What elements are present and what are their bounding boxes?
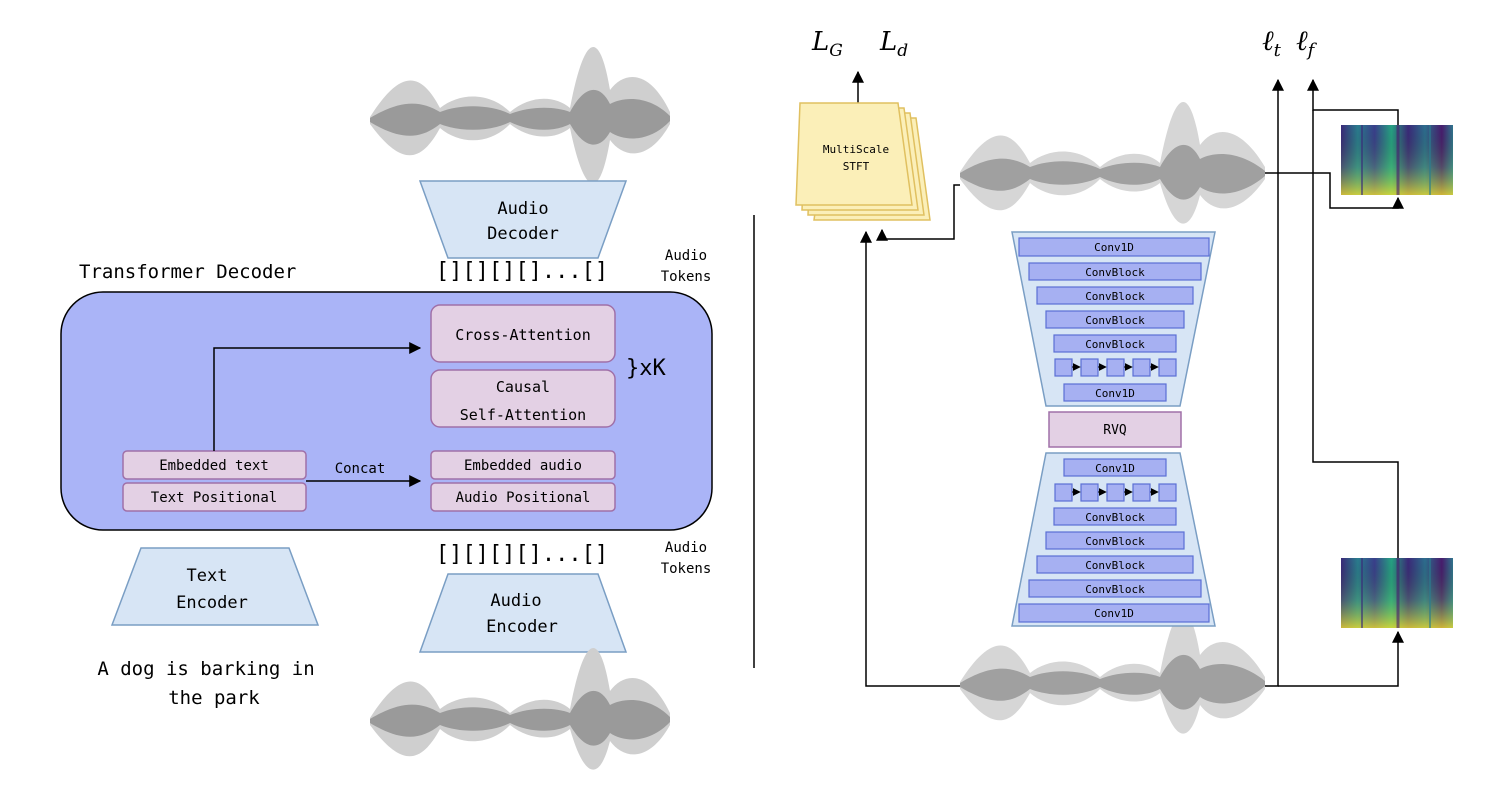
input-to-spectrogram-arrow: [1278, 630, 1404, 687]
rvq-label: RVQ: [1103, 423, 1127, 438]
decoder-convblock-4-label: ConvBlock: [1085, 338, 1145, 351]
audio-tokens-top-label-2: Tokens: [661, 269, 712, 285]
audio-tokens-top: [][][][]...[]: [436, 259, 608, 284]
concat-label: Concat: [335, 461, 386, 477]
waveform-top-left: [370, 47, 670, 184]
input-to-stft-arrow: [860, 230, 960, 687]
text-to-cross-attention-arrow: [213, 342, 422, 451]
encoder-convblock-3: [1036, 555, 1194, 574]
causal-self-attention-block: [430, 369, 616, 428]
spectrogram-top: [1341, 125, 1453, 195]
loss-g-label: LG: [811, 27, 843, 61]
waveform-top-right: [960, 102, 1265, 224]
encoder-convblock-4: [1028, 579, 1202, 598]
decoder-convblock-2-label: ConvBlock: [1085, 290, 1145, 303]
decoder-convblock-3: [1045, 310, 1185, 329]
decoder-conv1d-top-label: Conv1D: [1094, 241, 1134, 254]
decoder-convblock-3-label: ConvBlock: [1085, 314, 1145, 327]
decoder-conv1d-bottom: [1063, 383, 1167, 402]
output-to-stft-arrow: [876, 184, 960, 241]
multiscale-stft-block: [795, 102, 931, 221]
prompt-text-line-2: the park: [168, 687, 260, 709]
spectrogram-bottom: [1341, 558, 1453, 628]
rvq-block: [1048, 411, 1182, 448]
stft-label-2: STFT: [843, 160, 870, 173]
decoder-convblock-2: [1036, 286, 1194, 305]
audio-positional-block: [430, 482, 616, 512]
encoder-convblock-4-label: ConvBlock: [1085, 583, 1145, 596]
cross-attention-block: [430, 304, 616, 363]
audio-decoder-label-2: Decoder: [487, 224, 559, 244]
audio-decoder-block: [418, 180, 628, 259]
waveform-bottom-right: [960, 612, 1265, 734]
loss-f-label: ℓf: [1296, 24, 1318, 61]
encoder-convblock-1-label: ConvBlock: [1085, 511, 1145, 524]
encoder-convblock-1: [1053, 507, 1177, 526]
audio-decoder-label-1: Audio: [497, 199, 548, 219]
decoder-conv1d-top: [1018, 237, 1210, 257]
waveform-bottom-left: [370, 648, 670, 770]
decoder-convblock-1-label: ConvBlock: [1085, 266, 1145, 279]
input-to-lt-arrow: [1265, 78, 1284, 687]
loss-d-label: Ld: [879, 27, 908, 61]
audio-tokens-bottom-label-2: Tokens: [661, 561, 712, 577]
audio-tokens-top-label-1: Audio: [665, 248, 707, 264]
prompt-text-line-1: A dog is barking in: [97, 658, 314, 680]
spectrogram-bottom-to-lf-line: [1312, 110, 1399, 558]
audio-positional-label: Audio Positional: [456, 490, 591, 506]
decoder-conv1d-bottom-label: Conv1D: [1095, 387, 1135, 400]
encoder-conv1d-bottom-label: Conv1D: [1094, 607, 1134, 620]
audio-tokens-bottom-label-1: Audio: [665, 540, 707, 556]
decoder-residual-chain: [1054, 358, 1177, 377]
encoder-convblock-2: [1045, 531, 1185, 550]
decoder-convblock-1: [1028, 262, 1202, 281]
causal-self-attention-label-1: Causal: [496, 378, 550, 396]
audio-encoder-label-2: Encoder: [486, 617, 558, 637]
encoder-residual-chain: [1054, 483, 1177, 502]
stft-label-1: MultiScale: [823, 143, 889, 156]
text-encoder-label-1: Text: [187, 566, 228, 586]
encoder-conv1d-top-label: Conv1D: [1095, 462, 1135, 475]
text-positional-block: [122, 482, 307, 512]
text-encoder-label-2: Encoder: [176, 593, 248, 613]
cross-attention-label: Cross-Attention: [455, 326, 590, 344]
text-encoder-block: [110, 547, 320, 626]
encoder-conv1d-bottom: [1018, 603, 1210, 623]
transformer-decoder-title: Transformer Decoder: [79, 261, 296, 283]
audio-encoder-block: [418, 573, 628, 653]
repeat-k-label: }xK: [626, 356, 666, 381]
embedded-audio-block: [430, 450, 616, 480]
embedded-text-label: Embedded text: [159, 458, 269, 474]
embedded-audio-label: Embedded audio: [464, 458, 582, 474]
encoder-convblock-2-label: ConvBlock: [1085, 535, 1145, 548]
audio-tokens-bottom: [][][][]...[]: [436, 542, 608, 567]
loss-t-label: ℓt: [1262, 24, 1282, 61]
text-positional-label: Text Positional: [151, 490, 277, 506]
encoder-conv1d-top: [1063, 458, 1167, 477]
audio-encoder-label-1: Audio: [490, 591, 541, 611]
encoder-convblock-3-label: ConvBlock: [1085, 559, 1145, 572]
causal-self-attention-label-2: Self-Attention: [460, 406, 586, 424]
decoder-convblock-4: [1053, 334, 1177, 353]
spectrogram-top-to-lf-arrow: [1307, 78, 1399, 125]
